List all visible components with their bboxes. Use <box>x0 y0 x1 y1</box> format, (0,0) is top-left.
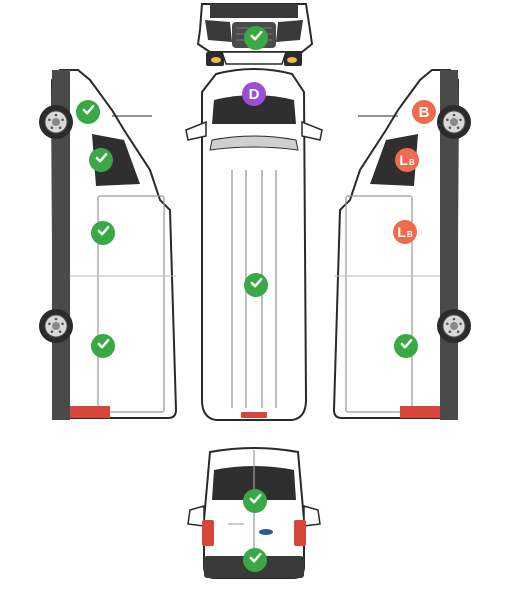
van-left-side-view <box>38 69 178 420</box>
check-icon <box>96 336 111 356</box>
rating-label: B <box>418 103 430 121</box>
check-icon <box>248 550 263 570</box>
van-rear-view <box>187 447 321 579</box>
marker-left-side-door[interactable] <box>91 221 115 245</box>
check-icon <box>81 102 96 122</box>
marker-rear-bumper[interactable] <box>243 548 267 572</box>
van-right-side-view <box>332 69 472 420</box>
marker-left-rear[interactable] <box>91 334 115 358</box>
marker-right-rear[interactable] <box>394 334 418 358</box>
rating-sublabel: B <box>408 157 415 167</box>
marker-left-front-wheel[interactable] <box>76 100 100 124</box>
check-icon <box>399 336 414 356</box>
marker-roof-front[interactable]: D <box>242 82 266 106</box>
check-icon <box>249 275 264 295</box>
rating-label: D <box>248 85 260 103</box>
marker-roof-middle[interactable] <box>244 273 268 297</box>
van-front-view <box>196 3 314 66</box>
van-top-view <box>185 68 323 421</box>
rating-label: L <box>397 224 406 240</box>
marker-right-front-wheel[interactable]: B <box>412 100 436 124</box>
check-icon <box>249 28 264 48</box>
check-icon <box>248 491 263 511</box>
check-icon <box>96 223 111 243</box>
marker-left-window[interactable] <box>89 148 113 172</box>
rating-sublabel: B <box>406 229 413 239</box>
marker-front-grille[interactable] <box>244 26 268 50</box>
check-icon <box>94 150 109 170</box>
rating-label: L <box>399 152 408 168</box>
marker-rear-window[interactable] <box>243 489 267 513</box>
